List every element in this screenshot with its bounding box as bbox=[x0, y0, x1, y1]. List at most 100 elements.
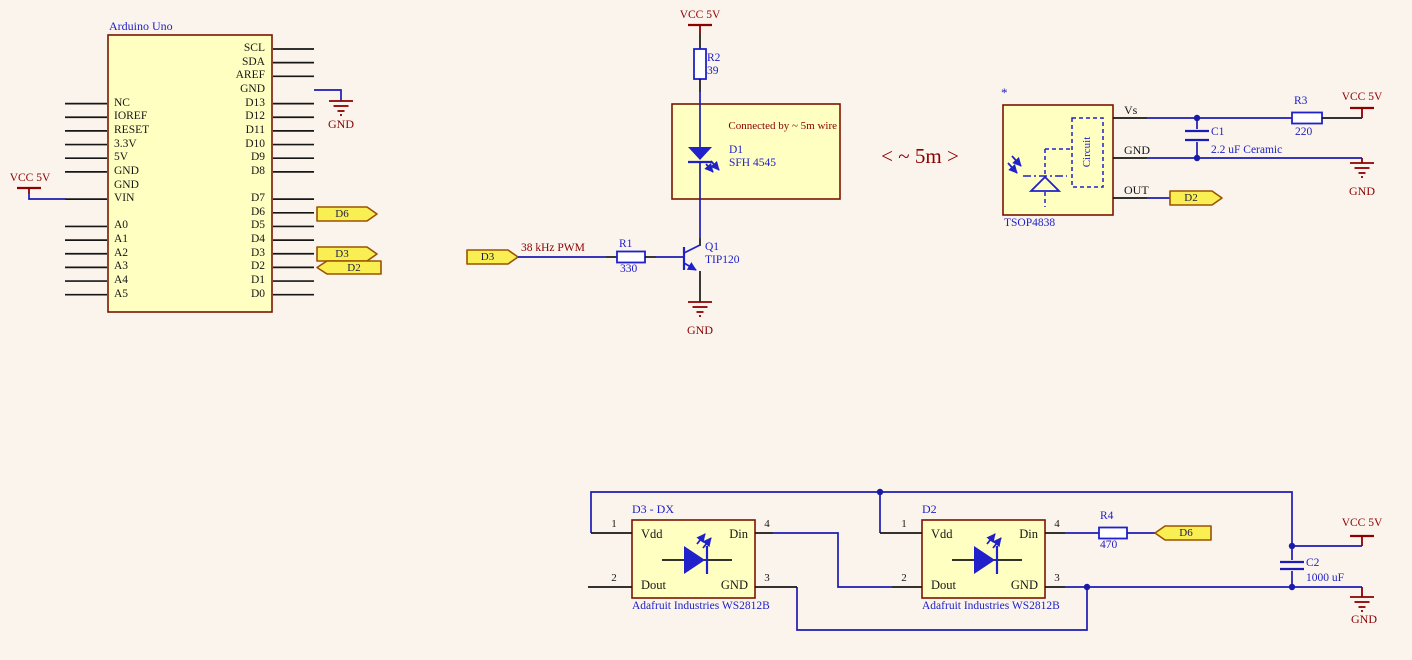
module-1-pin-gnd: GND bbox=[1010, 578, 1038, 592]
r1-ref: R1 bbox=[619, 238, 633, 250]
arduino-right-pin-8: D9 bbox=[250, 151, 265, 164]
q1-value: TIP120 bbox=[705, 254, 740, 266]
strip-power-net bbox=[590, 488, 1374, 591]
c1-value: 2.2 uF Ceramic bbox=[1211, 144, 1283, 156]
arduino-right-pin-4: D13 bbox=[245, 96, 265, 109]
module-1-pin-number-4: 4 bbox=[1054, 518, 1060, 530]
arduino-right-pin-14: D4 bbox=[250, 233, 265, 246]
d1-value: SFH 4545 bbox=[729, 157, 776, 169]
resistor-r4 bbox=[1098, 526, 1128, 540]
r4-value: 470 bbox=[1100, 539, 1118, 551]
c2-ref: C2 bbox=[1306, 557, 1320, 569]
arduino-right-pin-5: D12 bbox=[245, 110, 265, 123]
arduino-right-pin-7: D10 bbox=[245, 137, 265, 150]
module-0-pin-number-4: 4 bbox=[764, 518, 770, 530]
gnd-label-strip: GND bbox=[1351, 612, 1377, 626]
resistor-r1 bbox=[616, 250, 646, 264]
arduino-right-pin-6: D11 bbox=[245, 123, 265, 136]
module-0-title: D3 - DX bbox=[632, 502, 674, 516]
module-0-pin-number-2: 2 bbox=[611, 572, 617, 584]
module-1-caption: Adafruit Industries WS2812B bbox=[922, 600, 1060, 612]
arduino-right-pin-1: SDA bbox=[241, 55, 265, 68]
r4-ref: R4 bbox=[1100, 510, 1114, 522]
resistor-r2 bbox=[693, 48, 707, 80]
pwm-note: 38 kHz PWM bbox=[521, 242, 585, 254]
arduino-right-pin-9: D8 bbox=[250, 164, 265, 177]
distance-note: < ~ 5m > bbox=[881, 144, 959, 168]
module-0-pin-number-3: 3 bbox=[764, 572, 770, 584]
vcc-label-ir-rx: VCC 5V bbox=[1341, 91, 1383, 103]
module-0-pin-din: Din bbox=[729, 527, 748, 541]
arduino-right-pin-0: SCL bbox=[243, 42, 265, 54]
module-1-pin-vdd: Vdd bbox=[931, 527, 953, 541]
net-label-d3: D3 bbox=[335, 247, 349, 260]
arduino-left-pin-14: A5 bbox=[114, 287, 129, 300]
module-0-pin-gnd: GND bbox=[720, 578, 748, 592]
vcc-label-arduino: VCC 5V bbox=[9, 172, 51, 184]
arduino-left-pin-7: VIN bbox=[114, 192, 135, 205]
ws2812b-module-1 bbox=[588, 519, 797, 599]
module-0-pin-vdd: Vdd bbox=[641, 527, 663, 541]
arduino-left-pin-12: A3 bbox=[114, 260, 129, 273]
arduino-left-pin-11: A2 bbox=[114, 246, 129, 259]
vcc-label-ir-tx: VCC 5V bbox=[679, 9, 721, 21]
arduino-gnd-net bbox=[314, 89, 342, 101]
tsop-part-label: TSOP4838 bbox=[1004, 217, 1056, 229]
strip-gnd-net bbox=[796, 583, 1363, 631]
tsop-symbol-box bbox=[1002, 104, 1114, 216]
tsop-asterisk: * bbox=[1001, 85, 1008, 100]
arduino-left-pin-13: A4 bbox=[114, 274, 129, 287]
arduino-right-pin-3: GND bbox=[240, 82, 265, 95]
gnd-label-ir-tx: GND bbox=[687, 323, 713, 337]
q1-ref: Q1 bbox=[705, 241, 720, 253]
gnd-label-ir-rx: GND bbox=[1349, 184, 1375, 198]
net-label-d2-tsop: D2 bbox=[1184, 191, 1198, 204]
arduino-pin-stubs bbox=[65, 48, 314, 296]
arduino-left-pin-3: 3.3V bbox=[114, 137, 137, 150]
module-0-caption: Adafruit Industries WS2812B bbox=[632, 600, 770, 612]
net-label-shapes-arduino bbox=[316, 206, 382, 275]
arduino-left-pin-5: GND bbox=[114, 164, 139, 177]
c1-ref: C1 bbox=[1211, 126, 1225, 138]
arduino-left-pin-10: A1 bbox=[114, 233, 129, 246]
net-label-d6: D6 bbox=[335, 207, 349, 220]
arduino-right-pin-2: AREF bbox=[235, 69, 265, 82]
net-label-d2: D2 bbox=[347, 261, 361, 274]
transistor-q1-symbol bbox=[682, 238, 701, 302]
resistor-r3 bbox=[1291, 111, 1323, 125]
led-d1-symbol bbox=[688, 104, 720, 238]
gnd-symbol-ir-rx bbox=[1350, 162, 1374, 178]
arduino-right-pin-11: D7 bbox=[250, 192, 265, 205]
module-1-pin-dout: Dout bbox=[931, 578, 956, 592]
gnd-label-arduino: GND bbox=[328, 117, 354, 131]
net-label-d3-pwm: D3 bbox=[480, 250, 495, 263]
r3-value: 220 bbox=[1295, 126, 1313, 138]
module-0-pin-number-1: 1 bbox=[611, 518, 617, 530]
arduino-left-pin-0: NC bbox=[114, 96, 130, 109]
arduino-vcc-net bbox=[17, 186, 66, 200]
module-1-title: D2 bbox=[922, 502, 937, 516]
pwm-net bbox=[466, 249, 684, 265]
arduino-right-pin-17: D1 bbox=[250, 274, 265, 287]
module-1-pin-number-3: 3 bbox=[1054, 572, 1060, 584]
module-0-pin-dout: Dout bbox=[641, 578, 666, 592]
arduino-right-pin-18: D0 bbox=[250, 287, 265, 300]
r2-ref: R2 bbox=[707, 52, 721, 64]
r1-value: 330 bbox=[620, 263, 638, 275]
module-1-pin-number-2: 2 bbox=[901, 572, 907, 584]
arduino-title: Arduino Uno bbox=[109, 19, 173, 33]
arduino-right-pin-13: D5 bbox=[250, 219, 265, 232]
tsop-pin-out: OUT bbox=[1124, 183, 1149, 197]
wire-box-note: Connected by ~ 5m wire bbox=[728, 120, 837, 132]
strip-data-net bbox=[773, 525, 1212, 588]
arduino-left-pin-1: IOREF bbox=[114, 110, 148, 123]
ws2812b-module-2 bbox=[880, 519, 1065, 599]
tsop-circuit-label: Circuit bbox=[1080, 136, 1093, 168]
module-1-pin-din: Din bbox=[1019, 527, 1038, 541]
net-label-d6-strip: D6 bbox=[1179, 526, 1193, 539]
r3-ref: R3 bbox=[1294, 95, 1308, 107]
arduino-symbol-box bbox=[107, 34, 273, 313]
arduino-left-pin-9: A0 bbox=[114, 219, 129, 232]
